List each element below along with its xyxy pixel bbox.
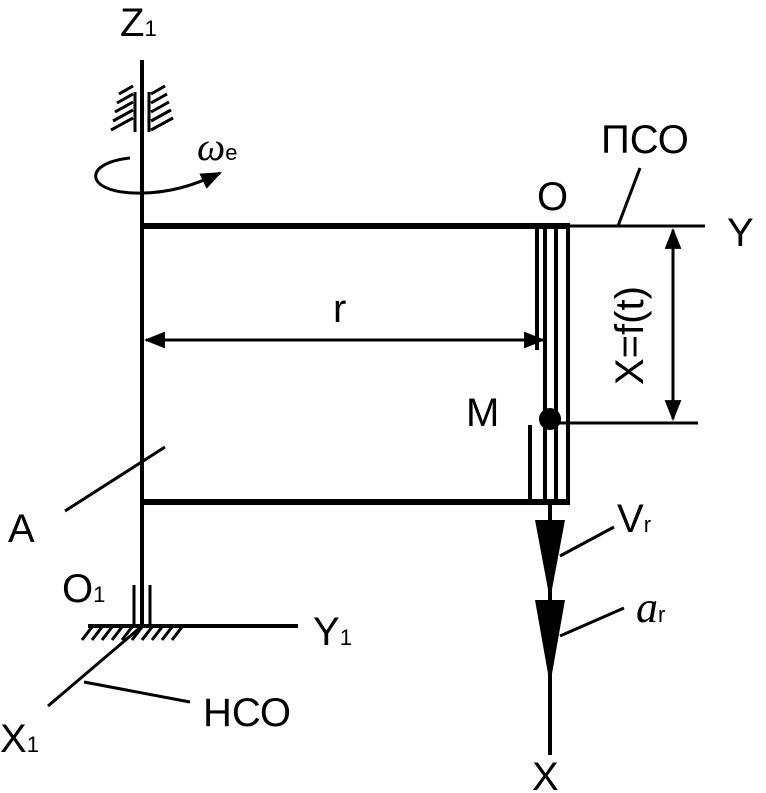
m-label: M [466, 391, 499, 435]
bottom-bearing [132, 585, 152, 625]
vr-leader [559, 525, 615, 558]
nso-leader [83, 680, 191, 704]
omega-arrow [94, 156, 222, 195]
omega-label: ωe [197, 124, 238, 169]
slot-guide [528, 226, 558, 502]
pso-leader [616, 167, 642, 227]
ar-leader [559, 606, 625, 638]
ground-hatch [80, 626, 184, 641]
ar-label: ar [636, 583, 665, 632]
xft-label: X=f(t) [608, 286, 652, 385]
x1-label: X1 [0, 717, 39, 761]
z1-label: Z1 [120, 1, 157, 45]
o-label: O [537, 175, 568, 219]
a-label: A [8, 507, 35, 551]
nso-label: НСО [203, 691, 291, 735]
y1-label: Y1 [313, 610, 352, 654]
ar-arrowhead [535, 600, 565, 685]
top-bearing [110, 84, 174, 132]
vr-label: Vr [617, 497, 651, 541]
y-label: Y [727, 211, 754, 255]
pso-label: ПСО [601, 118, 689, 162]
x1-axis-line [47, 624, 143, 708]
o1-label: O1 [62, 567, 105, 611]
a-leader [64, 445, 166, 513]
point-m [539, 408, 561, 430]
r-label: r [333, 287, 346, 331]
x-label: X [532, 755, 559, 793]
vr-arrowhead [535, 520, 565, 600]
